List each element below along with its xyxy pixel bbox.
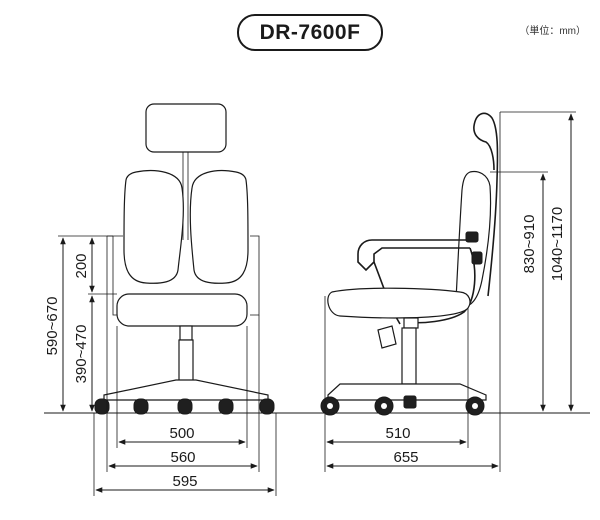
- front-view-chair: [94, 103, 275, 415]
- front-gas-column: [178, 339, 194, 383]
- model-title-text: DR-7600F: [259, 20, 361, 44]
- front-width-500-label: 500: [169, 425, 194, 442]
- side-depth-655-label: 655: [393, 449, 418, 466]
- side-casters: [320, 395, 485, 416]
- side-depth-510-label: 510: [385, 425, 410, 442]
- side-view-chair: [320, 112, 499, 416]
- front-seat: [116, 293, 248, 327]
- model-title: DR-7600F: [237, 14, 383, 51]
- side-height-headrest-label: 1040~1170: [549, 207, 566, 281]
- unit-note: （単位：mm）: [519, 26, 586, 37]
- side-seat: [327, 287, 471, 319]
- front-base: [103, 379, 269, 401]
- side-height-back-label: 830~910: [521, 215, 538, 274]
- front-width-595-label: 595: [172, 473, 197, 490]
- front-seat-height-label: 390~470: [73, 325, 90, 384]
- side-headrest: [473, 112, 499, 297]
- side-armrest: [357, 239, 470, 272]
- side-height-dimensions: 830~910 1040~1170: [490, 111, 576, 412]
- front-backrest-left: [123, 169, 184, 284]
- front-height-dimensions: 590~670 200 390~470: [44, 235, 117, 412]
- front-backrest-right: [189, 169, 249, 284]
- front-width-dimensions: 500 560 595: [93, 236, 277, 496]
- front-height-total-label: 590~670: [44, 297, 61, 356]
- front-width-560-label: 560: [170, 449, 195, 466]
- side-depth-dimensions: 510 655: [324, 112, 501, 472]
- front-backrest-height-label: 200: [73, 253, 90, 278]
- side-gas-column: [401, 327, 417, 385]
- front-headrest: [145, 103, 227, 153]
- front-casters: [94, 398, 275, 415]
